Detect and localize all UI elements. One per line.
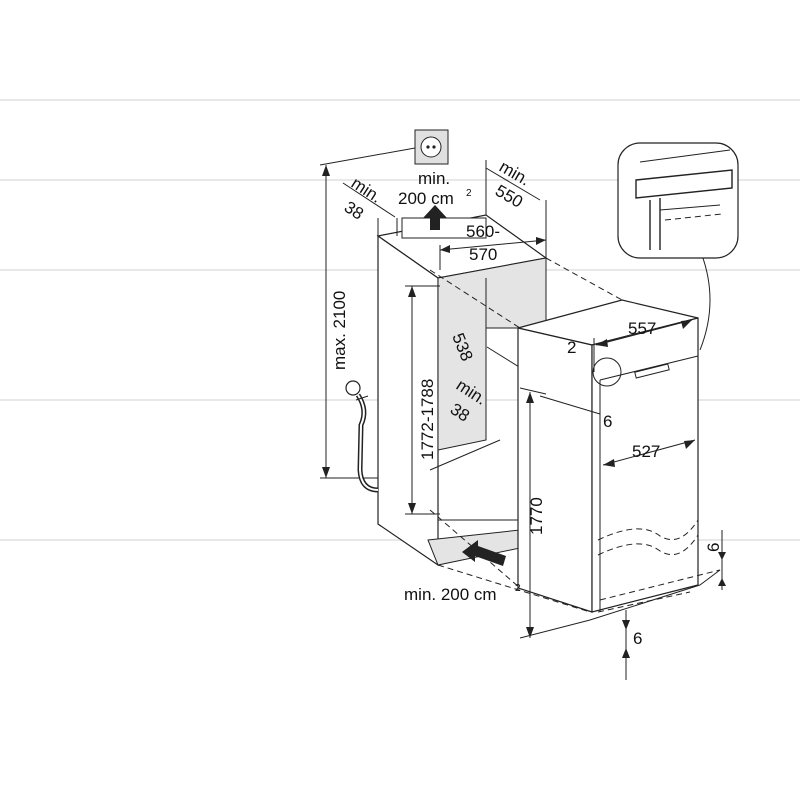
top-vent-min-label: min. [418,169,450,188]
unit-width-dimension [593,319,693,372]
hinge-detail-callout [592,142,739,387]
appliance-unit [429,257,721,621]
width-range-line2: 570 [469,245,497,264]
power-socket-icon [414,129,449,165]
niche-height-label: 1772-1788 [418,379,437,460]
max-height-label: max. 2100 [330,291,349,370]
door-gap-label: 2 [567,338,576,357]
top-vent-area-sup: 2 [466,188,472,199]
side-offset-dimension [539,395,601,415]
unit-height-dimension [519,387,591,639]
bottom-vent-sup: 2 [515,583,521,594]
plinth-offset-label: 6 [704,543,723,552]
bottom-offset-dimension [622,610,630,680]
max-height-dimension [319,147,416,479]
width-range-line1: 560- [466,222,500,241]
bottom-vent-label: min. 200 cm [404,585,497,604]
water-connection-icon [345,380,379,493]
width-dimension [439,232,547,270]
unit-width-label: 557 [628,319,656,338]
door-width-label: 527 [632,442,660,461]
top-vent-area-label: 200 cm [398,189,454,208]
niche-height-dimension [405,285,440,515]
plinth-offset-dimension [718,530,726,590]
bottom-vent-arrow-icon [462,540,506,566]
top-vent-arrow-icon [423,205,447,230]
niche-cabinet [376,214,548,567]
side-offset-label: 6 [603,412,612,431]
unit-height-label: 1770 [527,497,546,535]
side-gap-dimension [342,182,398,236]
door-width-dimension [602,439,696,467]
side-gap-min-value: 38 [341,197,367,223]
bottom-offset-label: 6 [633,629,642,648]
